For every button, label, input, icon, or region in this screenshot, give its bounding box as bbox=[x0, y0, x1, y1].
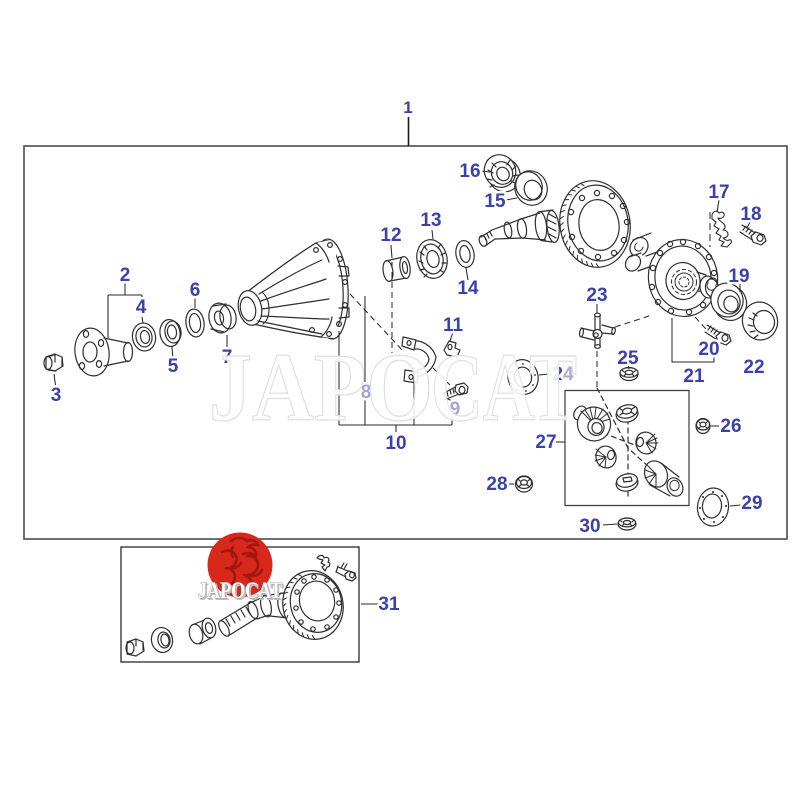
svg-text:30: 30 bbox=[579, 516, 600, 537]
svg-text:9: 9 bbox=[450, 399, 461, 420]
svg-text:28: 28 bbox=[486, 474, 507, 495]
svg-text:1: 1 bbox=[403, 98, 412, 117]
svg-text:14: 14 bbox=[457, 278, 479, 299]
svg-text:23: 23 bbox=[586, 285, 607, 306]
svg-text:10: 10 bbox=[385, 433, 406, 454]
svg-text:16: 16 bbox=[459, 161, 480, 182]
svg-text:5: 5 bbox=[168, 356, 179, 377]
svg-text:31: 31 bbox=[378, 594, 400, 615]
svg-text:6: 6 bbox=[190, 280, 201, 301]
svg-text:JAPOCAT: JAPOCAT bbox=[198, 578, 282, 603]
svg-text:22: 22 bbox=[743, 357, 764, 378]
svg-text:13: 13 bbox=[420, 210, 441, 231]
svg-text:4: 4 bbox=[136, 297, 147, 318]
svg-text:25: 25 bbox=[617, 348, 639, 369]
svg-text:11: 11 bbox=[443, 315, 464, 336]
svg-text:24: 24 bbox=[552, 364, 574, 385]
svg-text:27: 27 bbox=[535, 432, 556, 453]
svg-text:2: 2 bbox=[120, 265, 131, 286]
svg-text:CAT: CAT bbox=[431, 334, 577, 441]
svg-text:17: 17 bbox=[708, 182, 729, 203]
svg-text:20: 20 bbox=[698, 339, 719, 360]
svg-text:JAPOCAT: JAPOCAT bbox=[200, 580, 284, 605]
svg-text:3: 3 bbox=[51, 385, 62, 406]
svg-text:12: 12 bbox=[380, 225, 401, 246]
svg-text:8: 8 bbox=[361, 382, 372, 403]
svg-text:19: 19 bbox=[728, 266, 749, 287]
svg-text:21: 21 bbox=[683, 366, 705, 387]
svg-text:JAPO: JAPO bbox=[209, 334, 433, 441]
svg-text:29: 29 bbox=[741, 493, 762, 514]
svg-text:15: 15 bbox=[484, 191, 506, 212]
svg-text:18: 18 bbox=[740, 204, 761, 225]
svg-text:26: 26 bbox=[720, 416, 741, 437]
svg-text:7: 7 bbox=[222, 347, 233, 368]
